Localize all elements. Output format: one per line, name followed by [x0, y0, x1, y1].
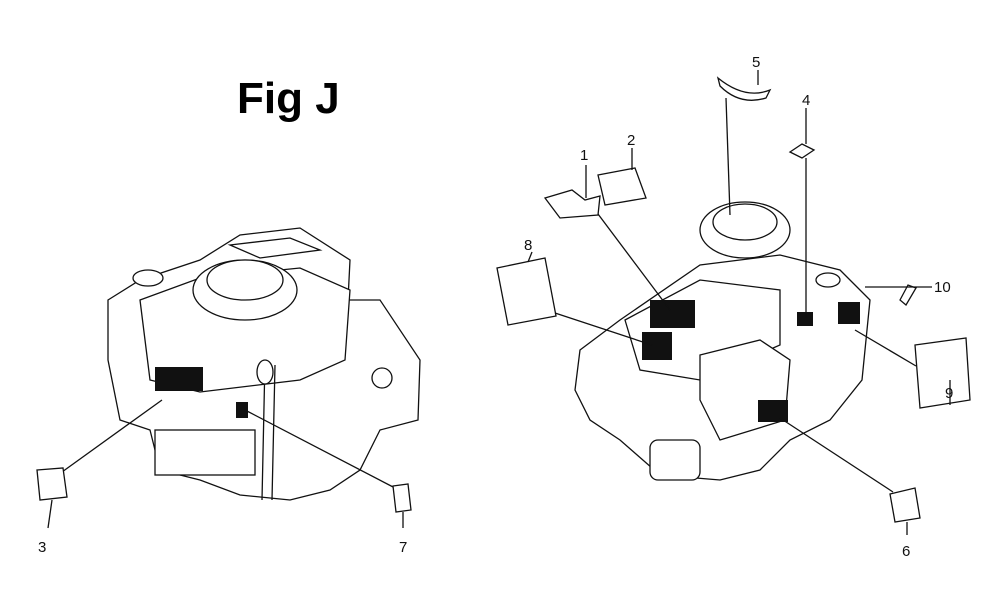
callout-5: 5: [752, 54, 760, 71]
left-engine-drawing: [36, 227, 421, 529]
label-part-2: [597, 167, 647, 206]
label-part-3: [36, 467, 68, 501]
callout-10: 10: [934, 279, 951, 296]
callout-3: 3: [38, 539, 46, 556]
callout-9: 9: [945, 385, 953, 402]
label-part-4: [788, 143, 816, 159]
label-part-7: [392, 483, 412, 513]
callout-4: 4: [802, 92, 810, 109]
right-engine-drawing: [496, 70, 971, 535]
label-part-10: [899, 284, 917, 306]
label-part-1: [543, 189, 601, 219]
callout-1: 1: [580, 147, 588, 164]
callout-8: 8: [524, 237, 532, 254]
callout-2: 2: [627, 132, 635, 149]
label-part-9: [914, 337, 971, 409]
label-part-5: [716, 76, 772, 101]
label-part-6: [889, 487, 921, 523]
label-part-8: [496, 257, 557, 326]
callout-7: 7: [399, 539, 407, 556]
figure-title: Fig J: [237, 74, 340, 123]
callout-6: 6: [902, 543, 910, 560]
